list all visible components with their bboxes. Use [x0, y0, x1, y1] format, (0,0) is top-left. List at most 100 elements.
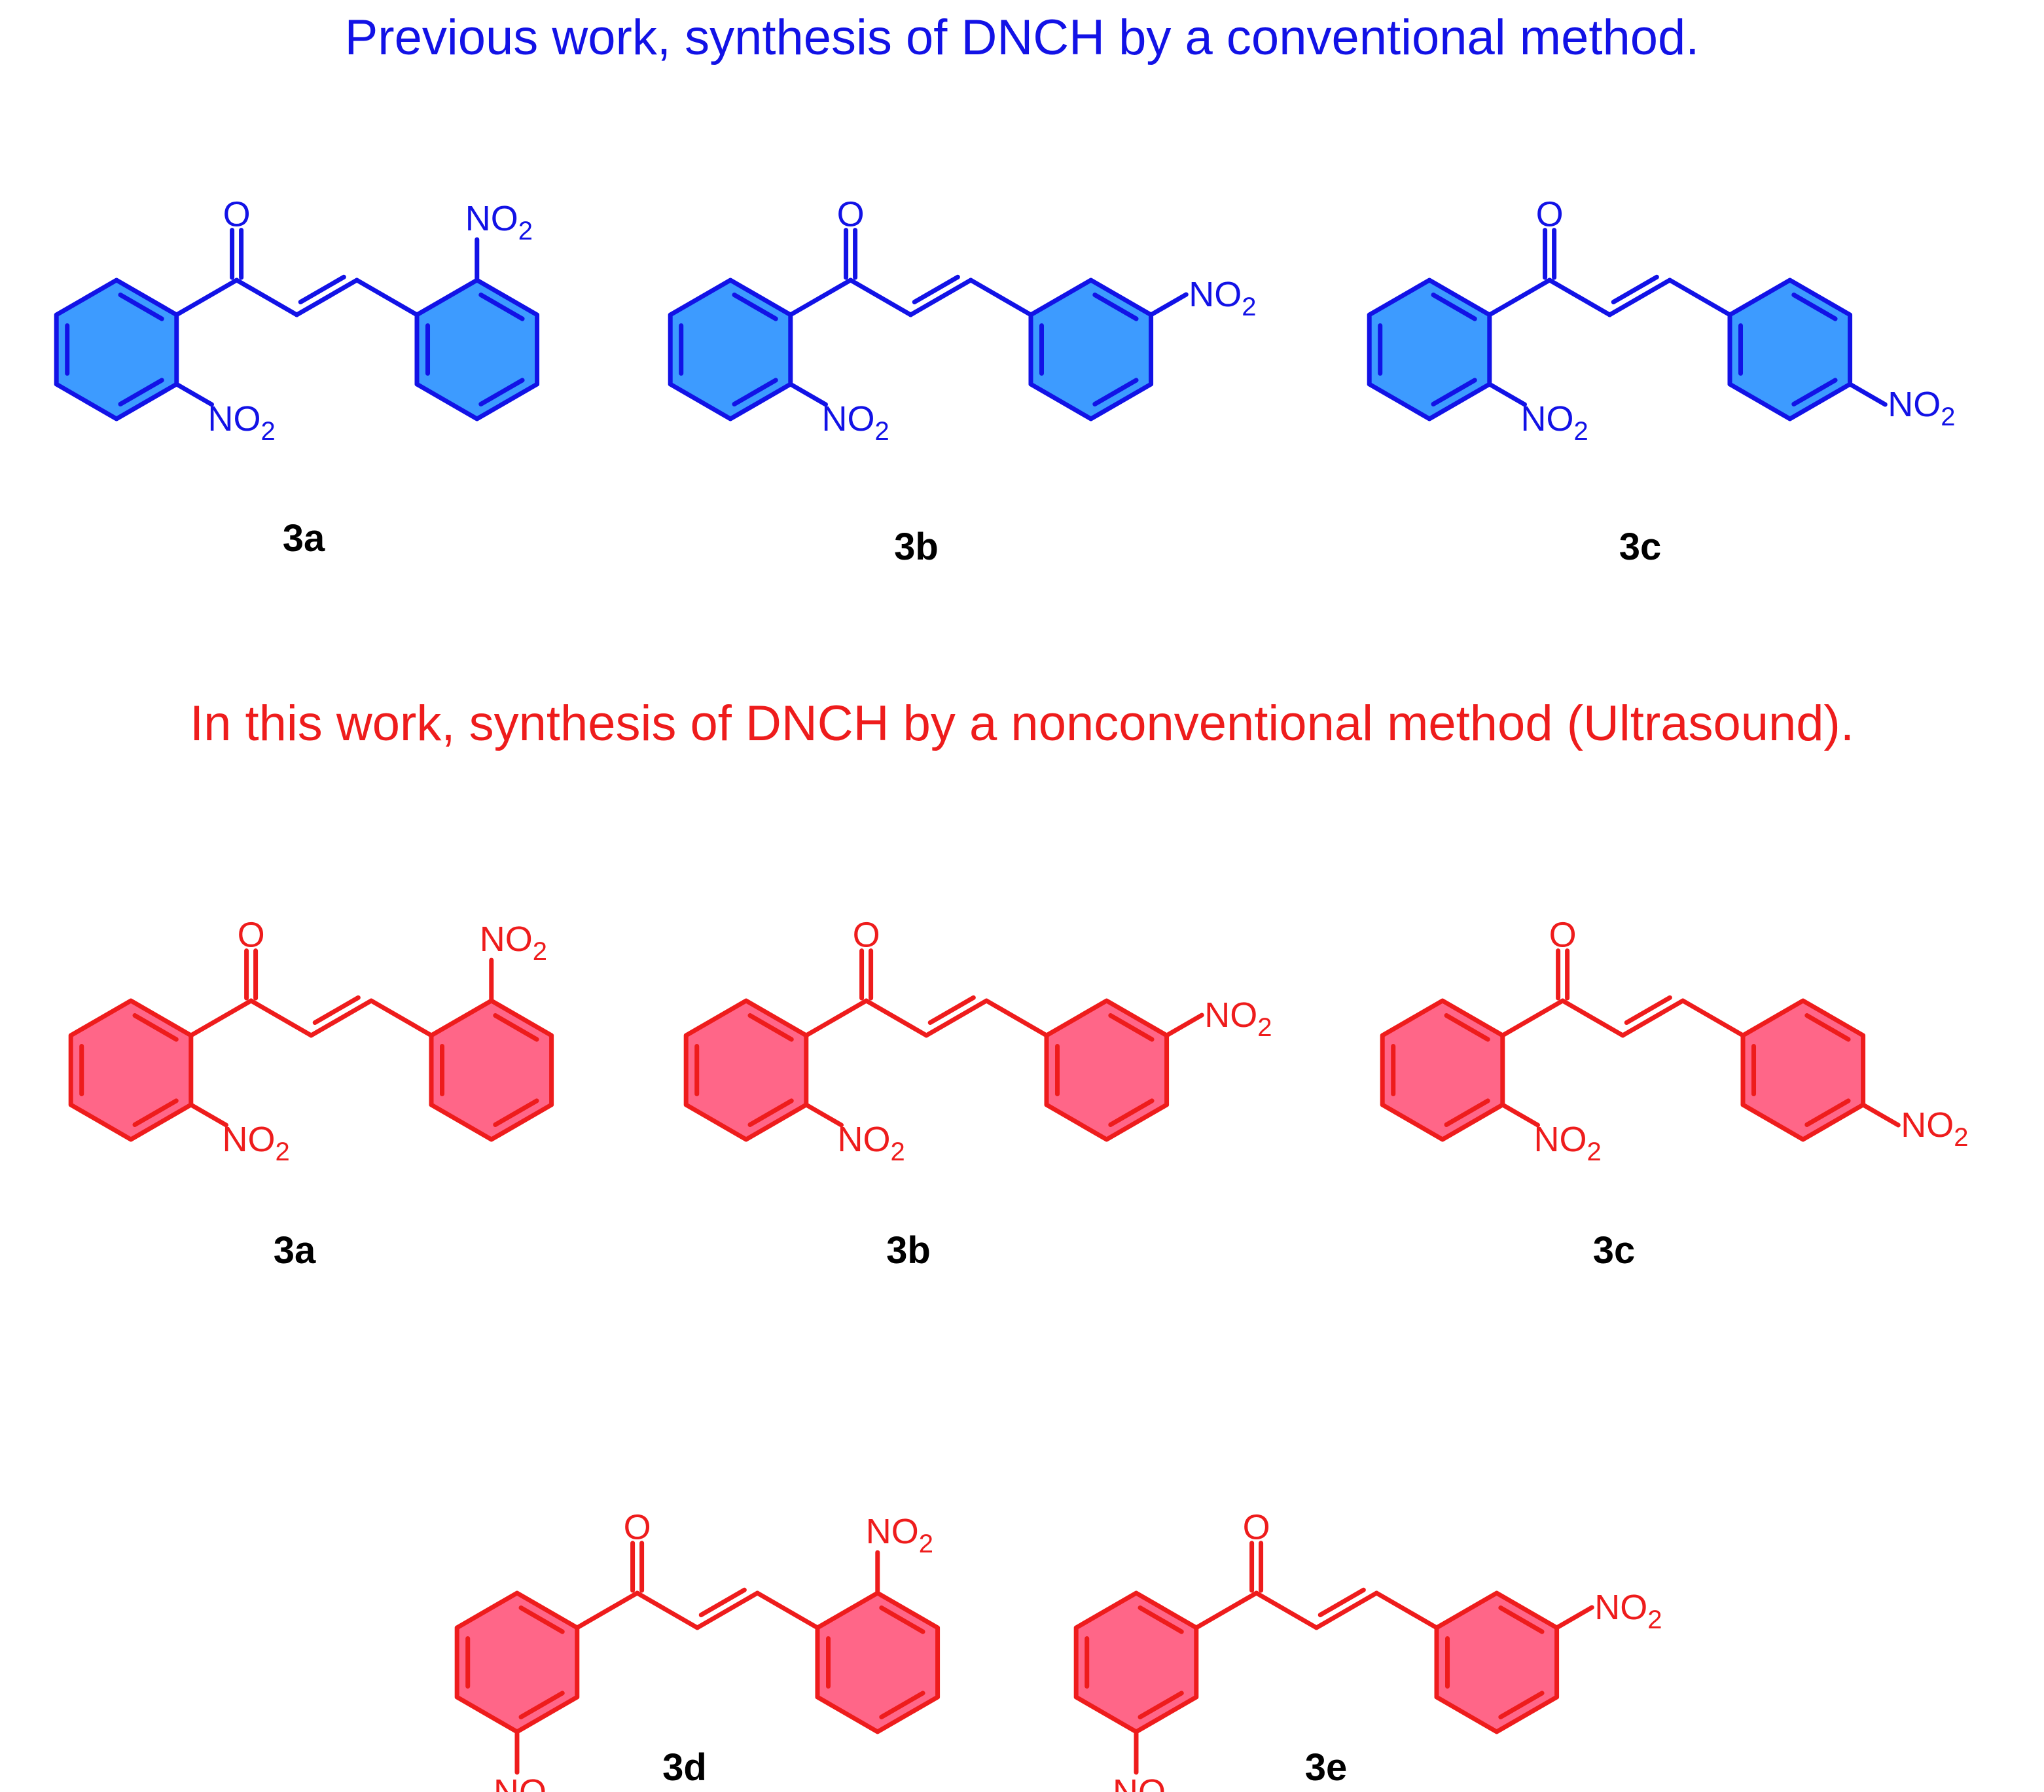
- compound-previous-3c: O NO2 NO2: [1367, 195, 1956, 446]
- bond: [804, 998, 869, 1038]
- bond: [788, 278, 853, 317]
- aromatic-double-bond: [732, 378, 778, 406]
- bond: [1667, 278, 1732, 317]
- benzene-ring-left: [683, 998, 809, 1142]
- alkene-double-bond: [912, 274, 960, 304]
- bond: [234, 278, 299, 317]
- alkene-double-bond: [927, 995, 976, 1025]
- aromatic-double-bond: [1431, 293, 1477, 321]
- aromatic-double-bond: [747, 1098, 794, 1127]
- aromatic-double-bond: [1498, 1691, 1545, 1719]
- oxygen-label: O: [853, 916, 880, 955]
- nitro-bond: [804, 1102, 844, 1128]
- aromatic-double-bond: [1804, 1013, 1851, 1042]
- aromatic-double-bond: [1791, 293, 1838, 321]
- nitro-group-label: NO2: [1520, 399, 1588, 446]
- compound-label-this-3d: 3d: [662, 1746, 707, 1789]
- nitro-group-label: NO2: [1113, 1772, 1180, 1792]
- compound-label-this-3c: 3c: [1593, 1229, 1636, 1272]
- nitro-group-label: NO2: [1204, 995, 1272, 1042]
- benzene-ring-left: [1367, 278, 1492, 421]
- bond: [968, 278, 1033, 317]
- aromatic-double-bond: [493, 1013, 539, 1042]
- aromatic-double-bond: [478, 293, 525, 321]
- oxygen-label: O: [1536, 195, 1564, 234]
- benzene-ring-right: [414, 278, 540, 421]
- nitro-bond: [788, 382, 828, 407]
- benzene-ring-right: [429, 998, 554, 1142]
- bond: [1547, 278, 1612, 317]
- aromatic-double-bond: [732, 293, 778, 321]
- bond: [1680, 998, 1746, 1038]
- aromatic-double-bond: [132, 1098, 179, 1127]
- aromatic-double-bond: [1092, 378, 1139, 406]
- benzene-ring-right: [815, 1590, 941, 1734]
- benzene-ring-right: [1044, 998, 1170, 1142]
- nitro-bond: [1500, 1102, 1540, 1128]
- alkene-double-bond: [1624, 995, 1672, 1025]
- bond: [755, 1590, 820, 1630]
- nitro-bond: [1164, 1012, 1204, 1038]
- benzene-ring-left: [54, 278, 179, 421]
- alkene-bond: [908, 278, 973, 317]
- compound-label-previous-3b: 3b: [894, 526, 939, 568]
- aromatic-double-bond: [1791, 378, 1838, 406]
- nitro-bond: [1848, 382, 1888, 407]
- bond: [1254, 1590, 1319, 1630]
- nitro-group-label: NO2: [1888, 385, 1955, 431]
- benzene-ring-right: [1434, 1590, 1560, 1734]
- bond: [864, 998, 929, 1038]
- bond: [848, 278, 913, 317]
- benzene-ring-left: [68, 998, 194, 1142]
- nitro-bond: [1149, 292, 1189, 317]
- benzene-ring-left: [668, 278, 793, 421]
- nitro-bond: [1554, 1605, 1594, 1630]
- bond: [1487, 278, 1552, 317]
- alkene-double-bond: [298, 274, 346, 304]
- compound-label-previous-3c: 3c: [1619, 526, 1662, 568]
- bond: [368, 998, 434, 1038]
- nitro-group-label: NO2: [465, 199, 533, 245]
- aromatic-double-bond: [518, 1691, 565, 1719]
- compound-label-this-3a: 3a: [274, 1229, 316, 1272]
- bond: [354, 278, 420, 317]
- nitro-group-label: NO2: [837, 1120, 905, 1166]
- aromatic-double-bond: [493, 1098, 539, 1127]
- oxygen-label: O: [837, 195, 865, 234]
- benzene-ring-right: [1028, 278, 1154, 421]
- bond: [1194, 1590, 1259, 1630]
- bond: [188, 998, 254, 1038]
- benzene-ring-left: [1073, 1590, 1199, 1734]
- bond: [984, 998, 1049, 1038]
- compound-label-this-3b: 3b: [886, 1229, 931, 1272]
- alkene-bond: [308, 998, 374, 1038]
- nitro-group-label: NO2: [493, 1772, 561, 1792]
- aromatic-double-bond: [1498, 1605, 1545, 1634]
- alkene-bond: [694, 1590, 760, 1630]
- nitro-bond: [188, 1102, 228, 1128]
- aromatic-double-bond: [118, 293, 164, 321]
- bond: [174, 278, 240, 317]
- nitro-group-label: NO2: [821, 399, 889, 446]
- aromatic-double-bond: [1138, 1691, 1184, 1719]
- oxygen-label: O: [223, 195, 251, 234]
- oxygen-label: O: [624, 1508, 651, 1547]
- heading-this-work: In this work, synthesis of DNCH by a non…: [190, 696, 1854, 751]
- nitro-group-label: NO2: [866, 1512, 933, 1558]
- alkene-double-bond: [1318, 1587, 1366, 1617]
- aromatic-double-bond: [1092, 293, 1139, 321]
- oxygen-label: O: [1243, 1508, 1270, 1547]
- oxygen-label: O: [1549, 916, 1577, 955]
- aromatic-double-bond: [1108, 1098, 1155, 1127]
- bond: [635, 1590, 700, 1630]
- aromatic-double-bond: [1431, 378, 1477, 406]
- nitro-group-label: NO2: [1189, 275, 1256, 321]
- alkene-bond: [294, 278, 359, 317]
- compound-label-previous-3a: 3a: [283, 517, 325, 560]
